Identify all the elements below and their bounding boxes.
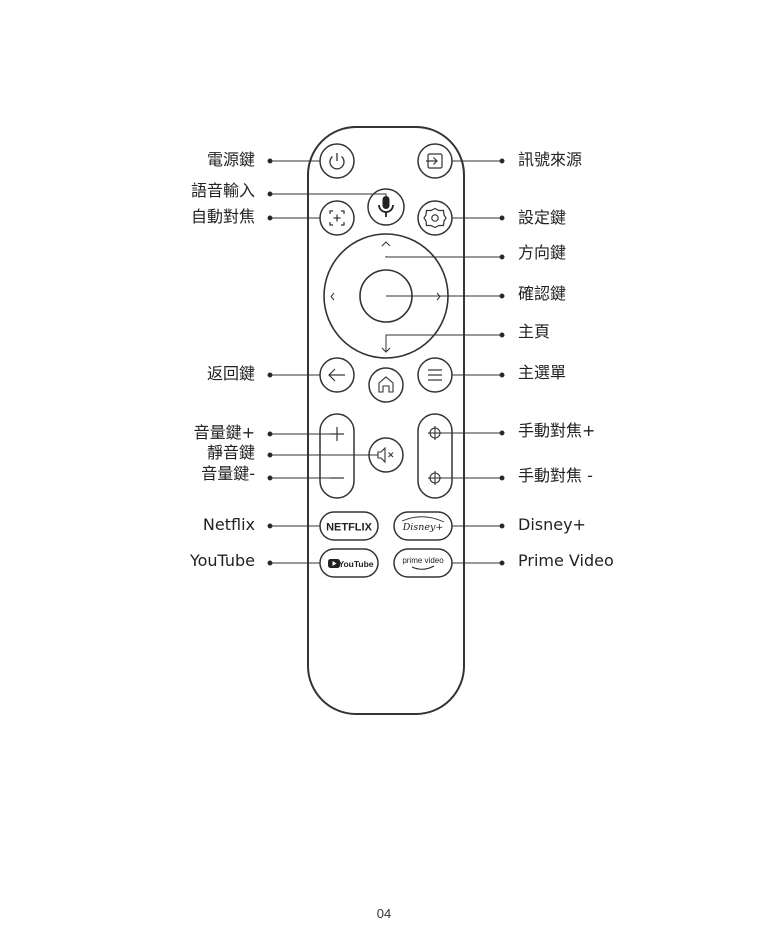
label-input-source: 訊號來源 <box>518 150 583 169</box>
gear-icon <box>423 207 447 229</box>
label-focus-minus: 手動對焦 - <box>518 466 593 485</box>
label-direction: 方向鍵 <box>518 243 567 262</box>
prime-smile-icon <box>411 565 435 570</box>
netflix-logo: NETFLIX <box>326 522 372 534</box>
menu-icon <box>428 369 442 381</box>
label-voice-input: 語音輸入 <box>190 181 255 200</box>
microphone-icon <box>378 196 394 217</box>
volume-rocker[interactable] <box>319 413 355 499</box>
label-disney: Disney+ <box>518 515 586 534</box>
label-focus-plus: 手動對焦+ <box>518 421 596 440</box>
settings-button[interactable] <box>417 200 453 236</box>
power-button[interactable] <box>319 143 355 179</box>
remote-body <box>307 126 465 715</box>
focus-plus-icon <box>428 426 442 440</box>
label-ok: 確認鍵 <box>518 284 567 303</box>
home-icon <box>378 376 394 393</box>
back-button[interactable] <box>319 357 355 393</box>
home-button[interactable] <box>368 367 404 403</box>
plus-icon <box>330 427 344 441</box>
mute-icon <box>377 446 394 464</box>
callout-lines-left <box>267 158 387 566</box>
label-back: 返回鍵 <box>206 364 255 383</box>
disney-arc-icon <box>401 516 445 523</box>
autofocus-button[interactable] <box>319 200 355 236</box>
prime-video-button[interactable]: prime video <box>393 548 453 578</box>
youtube-button[interactable]: YouTube <box>319 548 379 578</box>
arrow-left-icon <box>330 292 335 301</box>
arrow-up-icon <box>381 241 391 247</box>
back-arrow-icon <box>328 368 345 382</box>
disney-button[interactable]: Disney+ <box>393 511 453 541</box>
power-icon <box>329 153 345 170</box>
label-volume-down: 音量鍵- <box>201 464 255 483</box>
voice-button[interactable] <box>367 188 405 226</box>
label-power: 電源鍵 <box>206 150 255 169</box>
label-youtube: YouTube <box>189 551 255 570</box>
label-volume-up: 音量鍵+ <box>193 423 255 442</box>
autofocus-icon <box>329 210 345 226</box>
youtube-logo: YouTube <box>338 559 373 569</box>
focus-rocker[interactable] <box>417 413 453 499</box>
label-autofocus: 自動對焦 <box>190 207 255 226</box>
netflix-button[interactable]: NETFLIX <box>319 511 379 541</box>
prime-video-logo: prime video <box>402 556 444 565</box>
callout-lines-right <box>385 158 505 566</box>
label-prime-video: Prime Video <box>518 551 614 570</box>
label-netflix: Netflix <box>202 515 255 534</box>
input-source-button[interactable] <box>417 143 453 179</box>
label-mute: 靜音鍵 <box>206 443 255 462</box>
focus-minus-icon <box>428 471 442 485</box>
menu-button[interactable] <box>417 357 453 393</box>
label-home: 主頁 <box>518 322 551 341</box>
input-icon <box>426 153 443 169</box>
label-settings: 設定鍵 <box>518 208 567 227</box>
page-number: 04 <box>376 906 392 921</box>
disney-logo: Disney+ <box>402 522 444 533</box>
label-menu: 主選單 <box>518 363 567 382</box>
